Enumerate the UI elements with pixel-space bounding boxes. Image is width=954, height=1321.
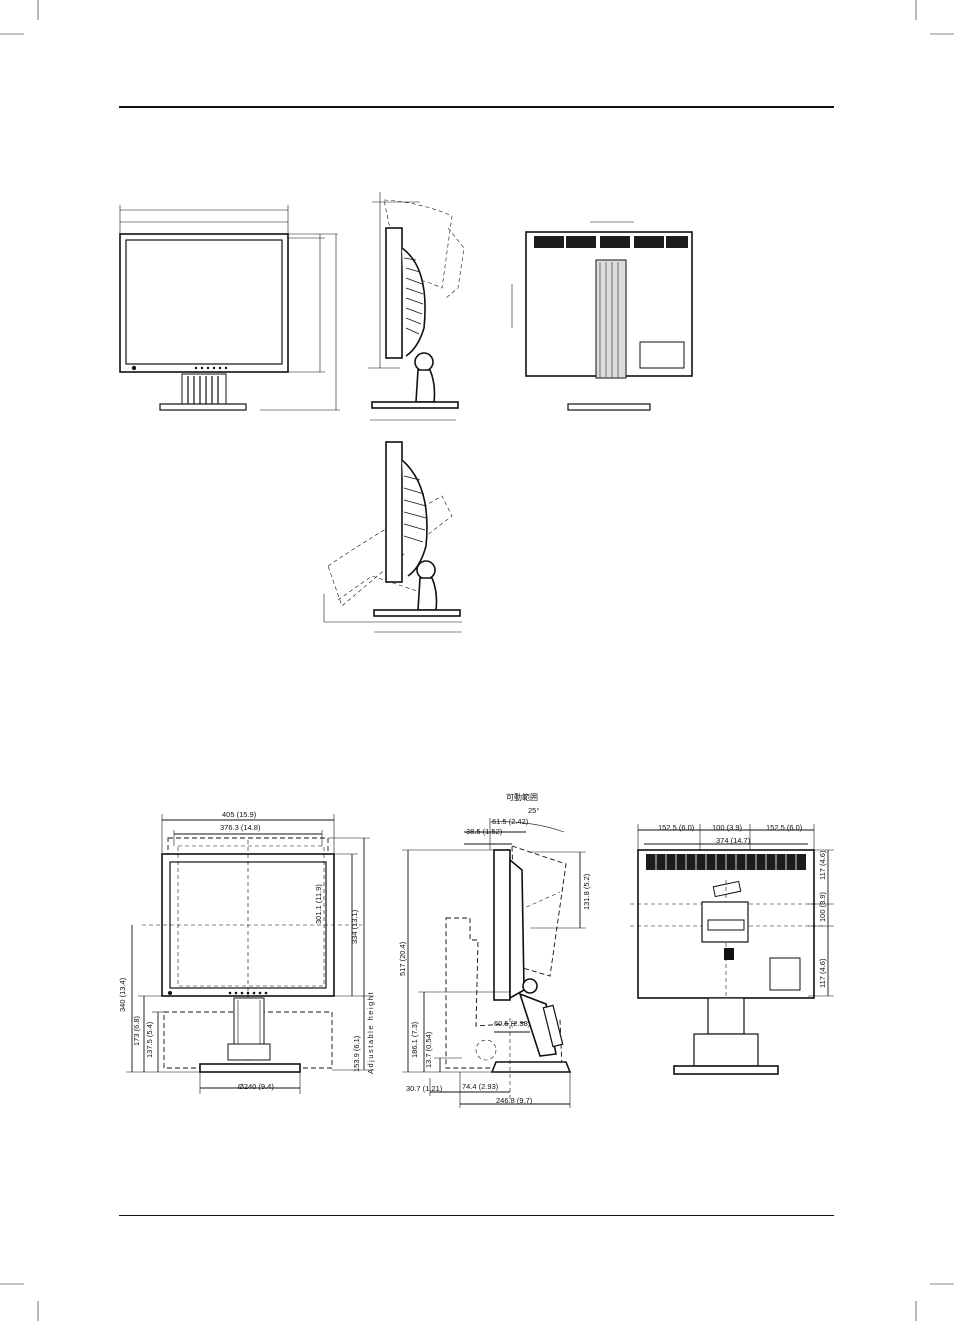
top-drawing-back: [511, 221, 693, 411]
side-tilt-angle: 25°: [528, 806, 540, 815]
top-drawing-front: [119, 205, 340, 411]
footer-rule: [119, 1215, 834, 1216]
side-offset-b: 38.5 (1.52): [466, 827, 503, 836]
side-depth-total: 246.8 (9.7): [496, 1096, 533, 1105]
back-vesa-height: 100 (3.9): [818, 891, 827, 922]
top-drawing-side-tilted: [323, 441, 462, 633]
side-view-drawing: [402, 818, 586, 1108]
front-adjustable-height-label: Adjustable height: [366, 990, 375, 1074]
front-view-drawing: [126, 814, 374, 1094]
front-width-screen: 376.3 (14.8): [220, 823, 261, 832]
side-height-b: 13.7 (0.54): [424, 1031, 433, 1068]
side-depth-a: 30.7 (1.21): [406, 1084, 443, 1093]
back-view-drawing: [630, 824, 834, 1075]
top-drawing-side: [368, 192, 465, 421]
side-offset-a: 61.5 (2.42): [492, 817, 529, 826]
side-pivot: 60.5 (2.38): [494, 1019, 531, 1028]
side-height-total: 517 (20.4): [398, 941, 407, 976]
side-range-label: 可動範囲: [506, 793, 538, 802]
front-height-screen-b: 334 (13.1): [350, 909, 359, 944]
back-screw-span: 374 (14.7): [716, 836, 751, 845]
front-adjustable-height-value: 153.9 (6.1): [352, 1035, 361, 1072]
header-rule: [119, 106, 834, 108]
back-margin-left: 152.5 (6.0): [658, 823, 695, 832]
back-height-top: 117 (4.6): [818, 850, 827, 880]
front-width-overall: 405 (15.9): [222, 810, 257, 819]
front-height-b: 137.5 (5.4): [145, 1021, 154, 1058]
front-base-diameter: Ø240 (9.4): [238, 1082, 274, 1091]
back-vesa-width: 100 (3.9): [712, 823, 743, 832]
side-depth-b: 74.4 (2.93): [462, 1082, 499, 1091]
back-height-bottom: 117 (4.6): [818, 958, 827, 988]
front-height-total: 340 (13.4): [118, 977, 127, 1012]
front-height-screen-a: 301.1 (11.9): [314, 884, 323, 924]
front-height-a: 173 (6.8): [132, 1015, 141, 1046]
side-height-a: 186.1 (7.3): [410, 1021, 419, 1058]
back-margin-right: 152.5 (6.0): [766, 823, 803, 832]
side-tilt-height: 131.8 (5.2): [582, 873, 591, 910]
